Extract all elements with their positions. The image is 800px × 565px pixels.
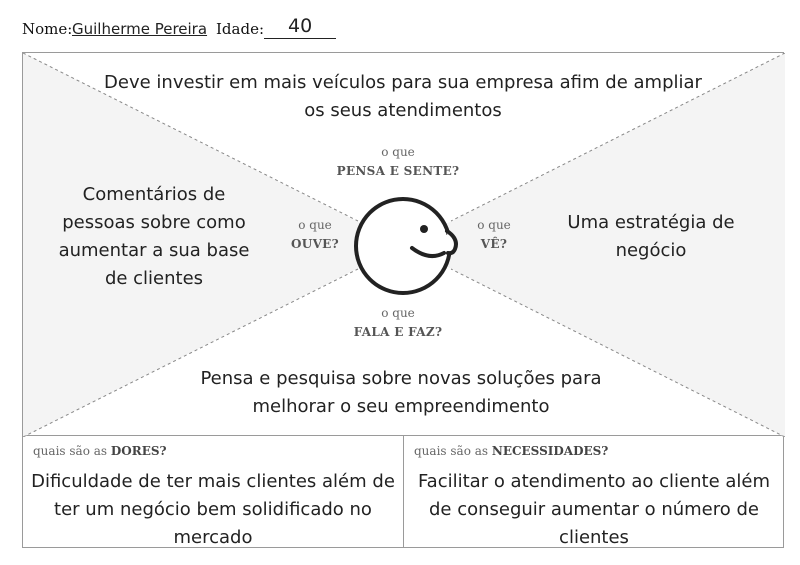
think-feel-text: Deve investir em mais veículos para sua … bbox=[104, 72, 702, 121]
pains-label-prefix: quais são as bbox=[33, 444, 111, 458]
pains-label: quais são as DORES? bbox=[33, 444, 167, 458]
see-prompt-small: o que bbox=[477, 218, 511, 232]
right-quadrant-shade bbox=[404, 53, 785, 437]
say-do-prompt: o que FALA E FAZ? bbox=[323, 304, 473, 342]
name-label: Nome: bbox=[22, 20, 73, 38]
name-value: Guilherme Pereira bbox=[72, 20, 208, 38]
hear-prompt: o que OUVE? bbox=[275, 216, 355, 254]
needs-label: quais são as NECESSIDADES? bbox=[414, 444, 608, 458]
pains-label-strong: DORES? bbox=[110, 444, 167, 458]
say-do-text: Pensa e pesquisa sobre novas soluções pa… bbox=[200, 368, 602, 417]
see-prompt-main: VÊ? bbox=[480, 237, 508, 251]
empathy-map: Deve investir em mais veículos para sua … bbox=[22, 52, 785, 437]
age-value: 40 bbox=[288, 15, 313, 37]
pains-text: Dificuldade de ter mais clientes além de… bbox=[31, 471, 395, 548]
empathy-map-lines bbox=[23, 53, 785, 437]
see-text: Uma estratégia de negócio bbox=[567, 212, 735, 261]
pains-needs-row: quais são as DORES? Dificuldade de ter m… bbox=[22, 436, 784, 548]
diagonal-bottom-right bbox=[450, 268, 785, 437]
needs-label-prefix: quais são as bbox=[414, 444, 492, 458]
age-underline bbox=[264, 20, 336, 39]
say-do-prompt-small: o que bbox=[381, 306, 415, 320]
persona-header: Nome: Guilherme Pereira Idade: 40 bbox=[22, 14, 782, 40]
think-feel-prompt-main: PENSA E SENTE? bbox=[336, 164, 460, 178]
think-feel-prompt: o que PENSA E SENTE? bbox=[323, 143, 473, 181]
pains-box: quais são as DORES? Dificuldade de ter m… bbox=[23, 436, 404, 548]
diagonal-top-left bbox=[23, 53, 359, 222]
smiling-face-profile-icon bbox=[354, 197, 458, 295]
needs-label-strong: NECESSIDADES? bbox=[491, 444, 609, 458]
hear-prompt-main: OUVE? bbox=[291, 237, 339, 251]
say-do-prompt-main: FALA E FAZ? bbox=[353, 325, 443, 339]
see-prompt: o que VÊ? bbox=[454, 216, 534, 254]
hear-prompt-small: o que bbox=[298, 218, 332, 232]
left-quadrant-shade bbox=[23, 53, 404, 437]
needs-text: Facilitar o atendimento ao cliente além … bbox=[417, 471, 771, 548]
diagonal-bottom-left bbox=[23, 268, 359, 437]
think-feel-prompt-small: o que bbox=[381, 145, 415, 159]
hear-text: Comentários de pessoas sobre como aument… bbox=[58, 184, 250, 289]
age-label: Idade: bbox=[216, 20, 265, 38]
diagonal-top-right bbox=[450, 53, 785, 222]
needs-box: quais são as NECESSIDADES? Facilitar o a… bbox=[404, 436, 784, 548]
